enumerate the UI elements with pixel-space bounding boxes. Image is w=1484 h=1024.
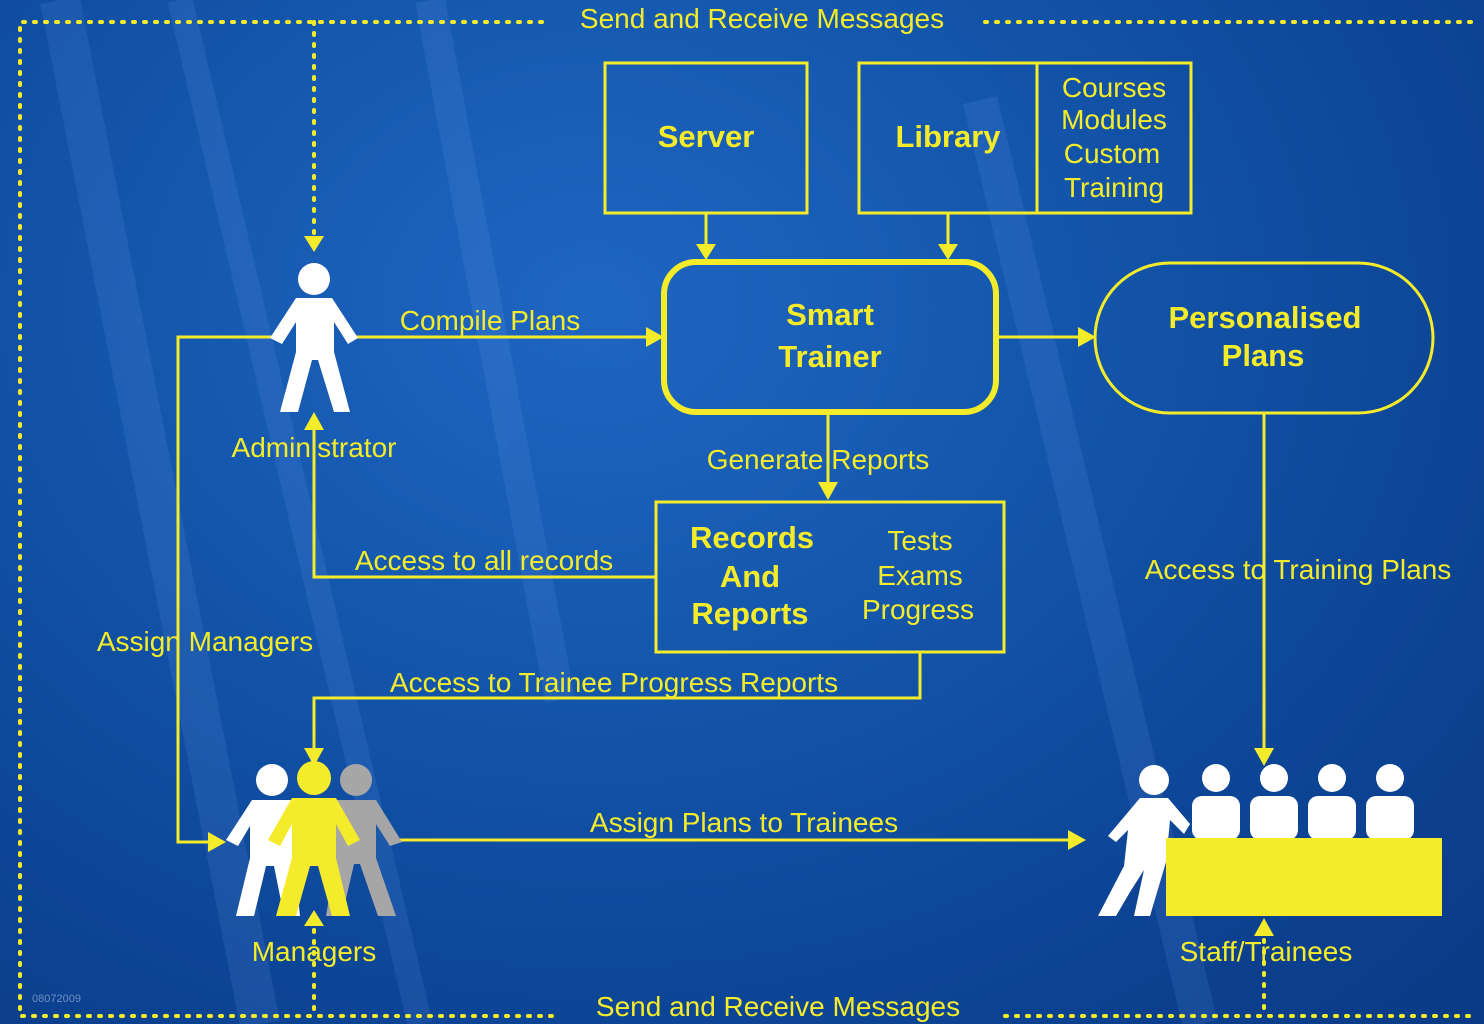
managers-message-arrowhead: [304, 910, 324, 926]
generate-reports-arrowhead: [818, 482, 838, 500]
records-label: Reports: [691, 596, 808, 631]
admin-message-arrowhead: [304, 236, 324, 252]
library-item: Custom: [1064, 138, 1160, 169]
training-plans-arrowhead: [1254, 748, 1274, 766]
records-reports-node: Records And Reports Tests Exams Progress: [654, 500, 1006, 654]
trainee-progress-label: Access to Trainee Progress Reports: [390, 667, 838, 698]
input-arrows: [696, 213, 958, 260]
access-records-label: Access to all records: [355, 545, 613, 576]
top-border-label: Send and Receive Messages: [580, 3, 944, 34]
watermark-text: 08072009: [32, 993, 81, 1005]
training-plans-label: Access to Training Plans: [1145, 554, 1452, 585]
library-node: Library Courses Modules Custom Training: [857, 61, 1193, 215]
compile-plans-arrowhead: [646, 327, 664, 347]
generate-reports-label: Generate Reports: [707, 444, 930, 475]
plans-arrowhead: [1078, 327, 1096, 347]
records-item: Tests: [887, 525, 952, 556]
managers-group-icon: [226, 761, 402, 916]
managers-label: Managers: [252, 936, 377, 967]
compile-plans-label: Compile Plans: [400, 305, 581, 336]
records-label: Records: [690, 520, 814, 555]
staff-trainees-icon: [1098, 764, 1442, 916]
library-item: Courses: [1062, 72, 1166, 103]
smart-trainer-label: Trainer: [778, 339, 881, 374]
staff-trainees-label: Staff/Trainees: [1180, 936, 1353, 967]
smart-trainer-node: Smart Trainer: [661, 259, 999, 415]
personalised-plans-label: Plans: [1222, 338, 1305, 373]
records-item: Progress: [862, 594, 974, 625]
trainees-message-arrowhead: [1254, 918, 1274, 936]
background-streaks: [40, 0, 1218, 1024]
assign-managers-line: [176, 335, 272, 844]
administrator-person-icon: [270, 263, 358, 412]
personalised-plans-node: Personalised Plans: [1093, 261, 1435, 415]
bottom-border-label: Send and Receive Messages: [596, 991, 960, 1022]
assign-managers-arrowhead: [208, 832, 226, 852]
library-item: Training: [1064, 172, 1164, 203]
trainee-progress-line: [312, 652, 922, 752]
library-item: Modules: [1061, 104, 1167, 135]
records-label: And: [720, 559, 780, 594]
administrator-label: Administrator: [232, 432, 397, 463]
assign-plans-arrowhead: [1068, 830, 1086, 850]
server-label: Server: [658, 119, 755, 154]
assign-managers-label: Assign Managers: [97, 626, 313, 657]
message-border: [18, 20, 1476, 1018]
access-records-arrowhead: [304, 412, 324, 430]
server-node: Server: [603, 61, 809, 215]
access-records-line: [312, 426, 656, 579]
personalised-plans-label: Personalised: [1169, 300, 1362, 335]
records-item: Exams: [877, 560, 963, 591]
library-label: Library: [895, 119, 1001, 154]
trainee-progress-arrowhead: [304, 748, 324, 766]
smart-trainer-label: Smart: [786, 297, 874, 332]
assign-plans-label: Assign Plans to Trainees: [590, 807, 898, 838]
